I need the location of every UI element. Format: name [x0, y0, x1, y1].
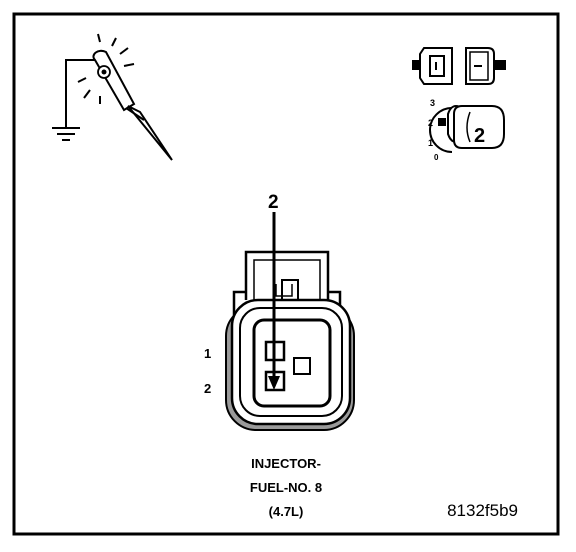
selector-tick-0: 0 [434, 153, 439, 162]
polarizing-key [293, 357, 311, 375]
connector-face [225, 250, 355, 431]
disconnected-connector-icon [412, 47, 506, 85]
probe-arrow [268, 212, 280, 390]
selector-tick-1: 1 [428, 138, 433, 148]
pin-1-label: 1 [204, 346, 211, 361]
connector-title-line-2: FUEL-NO. 8 [250, 480, 322, 495]
figure-id: 8132f5b9 [447, 501, 518, 520]
test-light-icon [52, 33, 173, 161]
meter-selector-icon: 3 2 1 0 2 [428, 98, 505, 162]
diagram-frame [12, 12, 560, 536]
pin-2-label: 2 [204, 381, 211, 396]
probe-pin-label: 2 [268, 192, 279, 213]
selector-knob-label: 2 [474, 125, 485, 147]
selector-tick-3: 3 [430, 98, 435, 108]
connector-title-line-3: (4.7L) [269, 504, 304, 519]
selector-tick-2: 2 [428, 118, 433, 128]
connector-title-line-1: INJECTOR- [251, 456, 321, 471]
